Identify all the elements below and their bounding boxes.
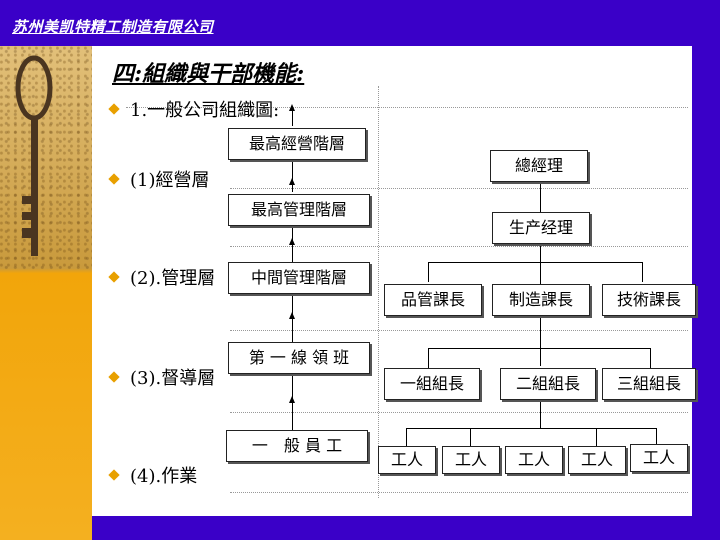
- connector-line: [428, 262, 642, 263]
- diamond-icon: [108, 103, 120, 115]
- diamond-icon: [108, 371, 120, 383]
- connector-line: [428, 348, 650, 349]
- org-manufacturing-section-chief: 制造課長: [492, 284, 590, 316]
- bottom-bar: [92, 516, 720, 540]
- connector-line: [292, 108, 293, 126]
- connector-line: [540, 398, 541, 428]
- guide-line: [230, 330, 688, 331]
- org-worker: 工人: [505, 446, 563, 474]
- arrow-icon: [289, 312, 295, 319]
- diamond-icon: [108, 271, 120, 283]
- connector-line: [428, 262, 429, 282]
- org-group-leader-3: 三組組長: [602, 368, 696, 400]
- bullet-item: (2).管理層: [108, 264, 215, 290]
- left-decor-panel: [0, 46, 92, 540]
- connector-line: [540, 316, 541, 366]
- guide-line: [230, 188, 688, 189]
- slide-title: 四:組織與干部機能:: [112, 61, 305, 87]
- hierarchy-top-management: 最高經營階層: [228, 128, 366, 160]
- hierarchy-employees: 一 般 員 工: [226, 430, 368, 462]
- bullet-item: (4).作業: [108, 462, 197, 488]
- key-icon: [15, 55, 53, 256]
- guide-line: [126, 107, 688, 108]
- hierarchy-middle-management: 中間管理階層: [228, 262, 370, 294]
- org-tech-section-chief: 技術課長: [602, 284, 696, 316]
- guide-line: [378, 86, 379, 498]
- hierarchy-senior-management: 最高管理階層: [228, 194, 370, 226]
- company-name: 苏州美凯特精工制造有限公司: [12, 18, 214, 36]
- hierarchy-frontline-leader: 第 一 線 領 班: [228, 342, 370, 374]
- bullet-item: 1.一般公司組織圖:: [108, 96, 279, 122]
- org-worker: 工人: [568, 446, 626, 474]
- org-worker: 工人: [630, 444, 688, 472]
- arrow-icon: [289, 178, 295, 185]
- connector-line: [650, 348, 651, 368]
- org-general-manager: 總經理: [490, 150, 588, 182]
- diamond-icon: [108, 173, 120, 185]
- connector-line: [292, 158, 293, 192]
- right-frame: [692, 46, 720, 516]
- diamond-icon: [108, 469, 120, 481]
- connector-line: [470, 428, 471, 446]
- bullet-item: (3).督導層: [108, 364, 215, 390]
- org-worker: 工人: [442, 446, 500, 474]
- connector-line: [428, 348, 429, 368]
- stone-texture: [0, 46, 92, 270]
- bullet-item: (1)經營層: [108, 166, 210, 192]
- org-worker: 工人: [378, 446, 436, 474]
- guide-line: [230, 412, 688, 413]
- connector-line: [540, 182, 541, 212]
- content-area: [92, 46, 692, 516]
- org-qc-section-chief: 品管課長: [384, 284, 482, 316]
- connector-line: [596, 428, 597, 446]
- guide-line: [230, 246, 688, 247]
- org-group-leader-2: 二組組長: [500, 368, 596, 400]
- connector-line: [540, 244, 541, 284]
- arrow-icon: [289, 104, 295, 111]
- guide-line: [230, 492, 688, 493]
- org-production-manager: 生产经理: [492, 212, 590, 244]
- org-group-leader-1: 一組組長: [384, 368, 480, 400]
- arrow-icon: [289, 396, 295, 403]
- connector-line: [642, 262, 643, 282]
- connector-line: [406, 428, 407, 446]
- connector-line: [406, 428, 656, 429]
- connector-line: [656, 428, 657, 444]
- top-bar: [0, 0, 720, 46]
- arrow-icon: [289, 238, 295, 245]
